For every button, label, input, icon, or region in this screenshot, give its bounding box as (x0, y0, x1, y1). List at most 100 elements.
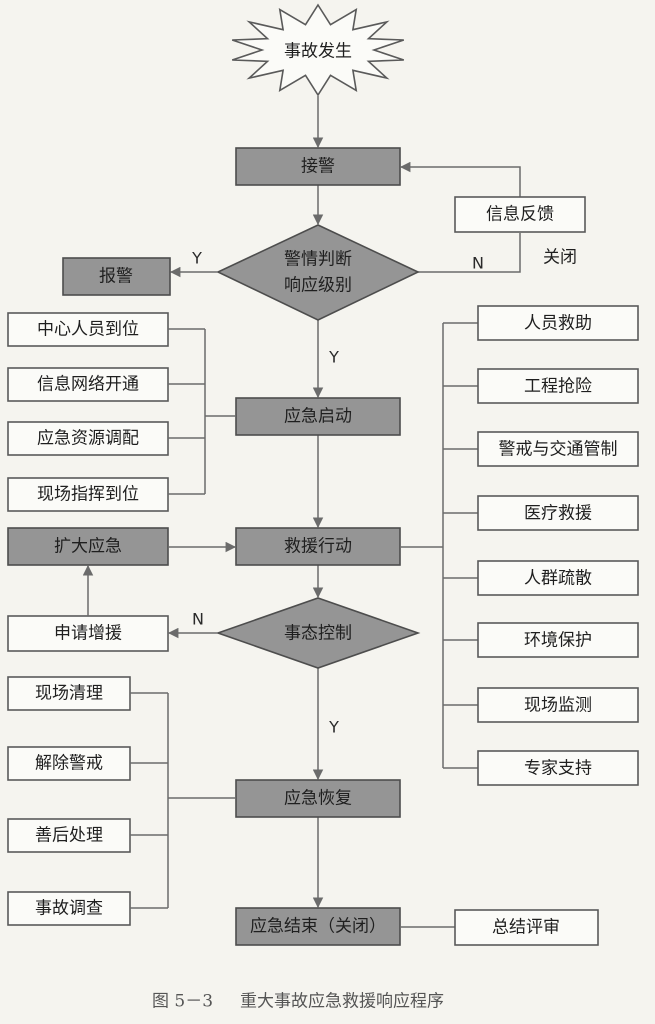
node-review: 总结评审 (454, 909, 599, 946)
node-request: 申请增援 (7, 615, 169, 652)
launch-task-group: 中心人员到位 信息网络开通 应急资源调配 现场指挥到位 (7, 312, 236, 512)
task-label: 善后处理 (35, 826, 103, 846)
task-label: 现场清理 (35, 684, 103, 704)
node-label: 接警 (301, 157, 335, 177)
node-label: 应急恢复 (284, 789, 352, 809)
task-box (477, 495, 639, 531)
decision-judge: 警情判断 响应级别 (216, 224, 420, 321)
rescue-task: 人员救助 (477, 305, 639, 341)
node-label: 应急启动 (284, 407, 352, 427)
decision-label-line2: 响应级别 (284, 276, 352, 296)
task-label: 现场监测 (524, 696, 592, 716)
recovery-task: 解除警戒 (7, 746, 131, 781)
recovery-task: 事故调查 (7, 891, 131, 926)
decision-label: 事态控制 (284, 624, 352, 644)
task-box (7, 676, 131, 711)
node-rescue: 救援行动 (235, 527, 401, 566)
rescue-task: 医疗救援 (477, 495, 639, 531)
task-label: 人群疏散 (524, 569, 592, 589)
starburst-shape (231, 3, 405, 97)
rescue-task-group: 人员救助 工程抢险 警戒与交通管制 医疗救援 人群疏散 环境保护 现场监测 专 (400, 305, 639, 786)
decision-diamond (215, 597, 421, 669)
arrow-feedback-to-receive (399, 161, 521, 197)
node-box (454, 196, 586, 233)
recovery-task: 善后处理 (7, 818, 131, 853)
recovery-bracket (130, 692, 236, 909)
task-label: 环境保护 (524, 631, 592, 651)
node-expand: 扩大应急 (7, 527, 169, 566)
figure-number: 图 5－3 (152, 992, 213, 1012)
node-label: 总结评审 (492, 918, 560, 938)
edge-label-control-yes: Y (328, 718, 339, 737)
task-label: 医疗救援 (524, 504, 592, 524)
edge-label-judge-down-yes: Y (328, 348, 339, 367)
task-box (7, 367, 169, 402)
node-box (235, 397, 401, 436)
figure-caption: 图 5－3 重大事故应急救援响应程序 (152, 992, 444, 1012)
line-judge-to-feedback (418, 233, 521, 273)
rescue-task: 人群疏散 (477, 560, 639, 596)
node-receive-alarm: 接警 (235, 147, 401, 186)
launch-task: 中心人员到位 (7, 312, 169, 347)
node-box (235, 147, 401, 186)
recovery-task: 现场清理 (7, 676, 131, 711)
task-label: 应急资源调配 (37, 429, 139, 449)
rescue-bracket (400, 322, 478, 769)
launch-bracket (168, 328, 236, 495)
decision-diamond (216, 224, 420, 321)
launch-task: 现场指挥到位 (7, 477, 169, 512)
node-label: 报警 (99, 267, 133, 287)
launch-task: 信息网络开通 (7, 367, 169, 402)
task-label: 信息网络开通 (37, 375, 139, 395)
node-label: 应急结束（关闭） (250, 917, 386, 937)
edge-label-judge-no: N (472, 254, 484, 273)
launch-task: 应急资源调配 (7, 421, 169, 456)
node-launch: 应急启动 (235, 397, 401, 436)
recovery-task-group: 现场清理 解除警戒 善后处理 事故调查 (7, 676, 236, 926)
task-label: 中心人员到位 (37, 320, 139, 340)
node-feedback: 信息反馈 (454, 196, 586, 233)
task-box (7, 891, 131, 926)
task-box (477, 687, 639, 723)
node-recovery: 应急恢复 (235, 779, 401, 818)
task-label: 专家支持 (524, 759, 592, 779)
task-label: 解除警戒 (35, 754, 103, 774)
rescue-task: 环境保护 (477, 622, 639, 658)
task-box (477, 560, 639, 596)
node-box (454, 909, 599, 946)
rescue-task: 工程抢险 (477, 368, 639, 404)
edge-label-judge-yes: Y (191, 249, 202, 268)
task-box (477, 622, 639, 658)
task-label: 工程抢险 (524, 377, 592, 397)
node-report: 报警 (62, 257, 171, 296)
task-label: 警戒与交通管制 (499, 440, 618, 460)
start-event: 事故发生 (231, 3, 405, 97)
task-box (7, 818, 131, 853)
node-box (7, 615, 169, 652)
figure-title: 重大事故应急救援响应程序 (240, 992, 444, 1012)
close-label: 关闭 (543, 248, 577, 268)
node-end: 应急结束（关闭） (235, 907, 401, 946)
task-box (477, 305, 639, 341)
rescue-task: 现场监测 (477, 687, 639, 723)
node-label: 救援行动 (284, 537, 352, 557)
node-box (7, 527, 169, 566)
task-label: 人员救助 (524, 314, 592, 334)
decision-label-line1: 警情判断 (284, 250, 352, 270)
task-box (477, 431, 639, 467)
task-box (7, 477, 169, 512)
rescue-task: 警戒与交通管制 (477, 431, 639, 467)
task-label: 事故调查 (35, 899, 103, 919)
task-box (477, 368, 639, 404)
node-label: 申请增援 (54, 624, 122, 644)
task-label: 现场指挥到位 (37, 485, 139, 505)
rescue-task: 专家支持 (477, 750, 639, 786)
decision-control: 事态控制 (215, 597, 421, 669)
edge-label-control-no: N (192, 610, 204, 629)
node-box (62, 257, 171, 296)
node-label: 信息反馈 (486, 205, 554, 225)
node-label: 扩大应急 (54, 537, 122, 557)
task-box (477, 750, 639, 786)
start-label: 事故发生 (284, 42, 352, 62)
